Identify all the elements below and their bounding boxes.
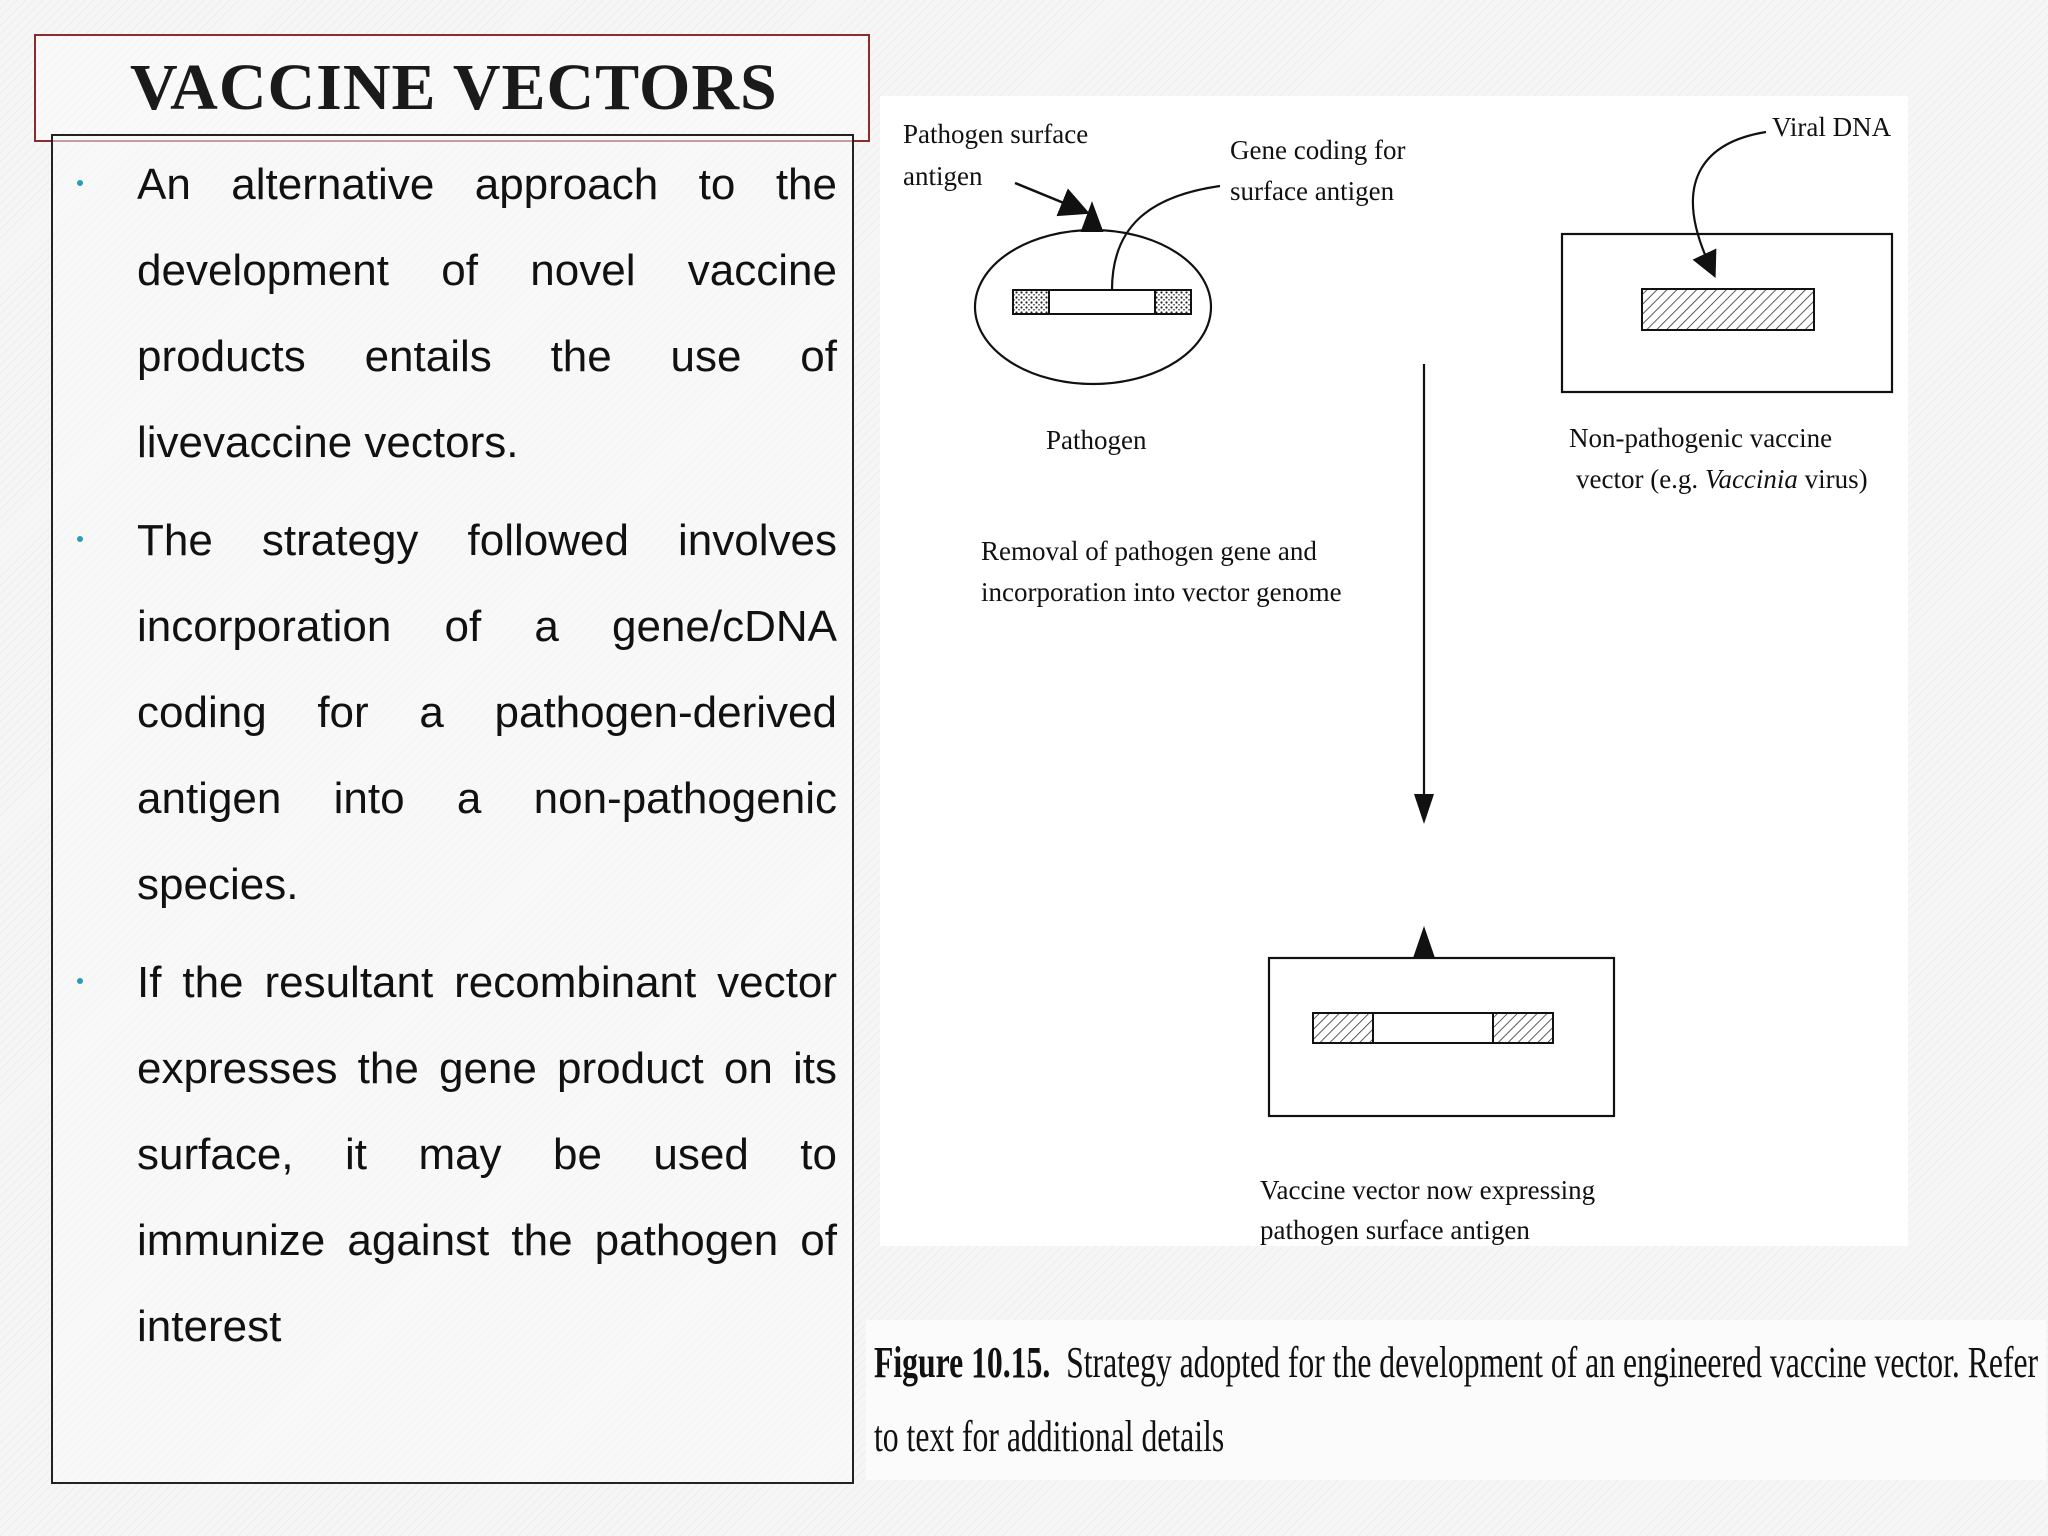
- bullet-list: An alternative approach to the developme…: [53, 142, 852, 1382]
- slide-title: VACCINE VECTORS: [130, 51, 778, 124]
- label-pathogen: Pathogen: [1046, 425, 1147, 455]
- figure-caption-area: Figure 10.15. Strategy adopted for the d…: [866, 1320, 2046, 1480]
- bullet-text: An alternative approach to the developme…: [137, 160, 837, 467]
- result-insert: [1372, 1012, 1494, 1044]
- label-result-line1: Vaccine vector now expressing: [1260, 1175, 1595, 1205]
- bullet-dot-icon: [77, 978, 83, 984]
- pathogen-antigen-triangle: [1080, 201, 1104, 232]
- bullet-dot-icon: [77, 536, 83, 542]
- gene-flank-left: [1012, 289, 1050, 315]
- label-gene-coding-line1: Gene coding for: [1230, 135, 1405, 165]
- viral-dna-region: [1641, 288, 1815, 331]
- label-pathogen-surface-line2: antigen: [903, 161, 983, 191]
- label-viral-dna: Viral DNA: [1772, 112, 1892, 142]
- label-gene-coding-line2: surface antigen: [1230, 176, 1395, 206]
- process-arrow-head: [1414, 794, 1434, 824]
- vector-box: [1560, 232, 1894, 394]
- arrow-to-antigen: [1014, 181, 1090, 217]
- label-result-line2: pathogen surface antigen: [1260, 1215, 1530, 1245]
- figure-svg: Pathogen surface antigen Gene coding for…: [903, 112, 1894, 1245]
- gene-insert: [1048, 289, 1156, 315]
- bullet-item: If the resultant recombinant vector expr…: [53, 940, 852, 1370]
- label-pathogen-surface-line1: Pathogen surface: [903, 119, 1088, 149]
- label-nonpathogenic-line1: Non-pathogenic vaccine: [1569, 423, 1832, 453]
- caption-label: Figure 10.15.: [874, 1338, 1051, 1387]
- figure-caption: Figure 10.15. Strategy adopted for the d…: [874, 1326, 2040, 1474]
- title-box: VACCINE VECTORS: [34, 34, 870, 142]
- bullet-item: An alternative approach to the developme…: [53, 142, 852, 486]
- bullet-text: If the resultant recombinant vector expr…: [137, 958, 837, 1351]
- result-antigen-triangle: [1413, 926, 1435, 958]
- figure-diagram: Pathogen surface antigen Gene coding for…: [880, 96, 1908, 1246]
- result-flank-left: [1312, 1012, 1374, 1044]
- bullet-text-box: An alternative approach to the developme…: [51, 134, 854, 1484]
- bullet-text: The strategy followed involves incorpora…: [137, 516, 837, 909]
- label-removal-line2: incorporation into vector genome: [981, 577, 1342, 607]
- pathogen-ellipse: [973, 228, 1213, 386]
- bullet-dot-icon: [77, 180, 83, 186]
- caption-text: Strategy adopted for the development of …: [874, 1338, 2039, 1461]
- gene-flank-right: [1154, 289, 1192, 315]
- bullet-item: The strategy followed involves incorpora…: [53, 498, 852, 928]
- gene-coding-curve: [1110, 184, 1221, 291]
- label-nonpathogenic-line2: vector (e.g. Vaccinia virus): [1576, 464, 1868, 494]
- viral-dna-arrow: [1691, 130, 1767, 278]
- result-flank-right: [1492, 1012, 1554, 1044]
- label-removal-line1: Removal of pathogen gene and: [981, 536, 1317, 566]
